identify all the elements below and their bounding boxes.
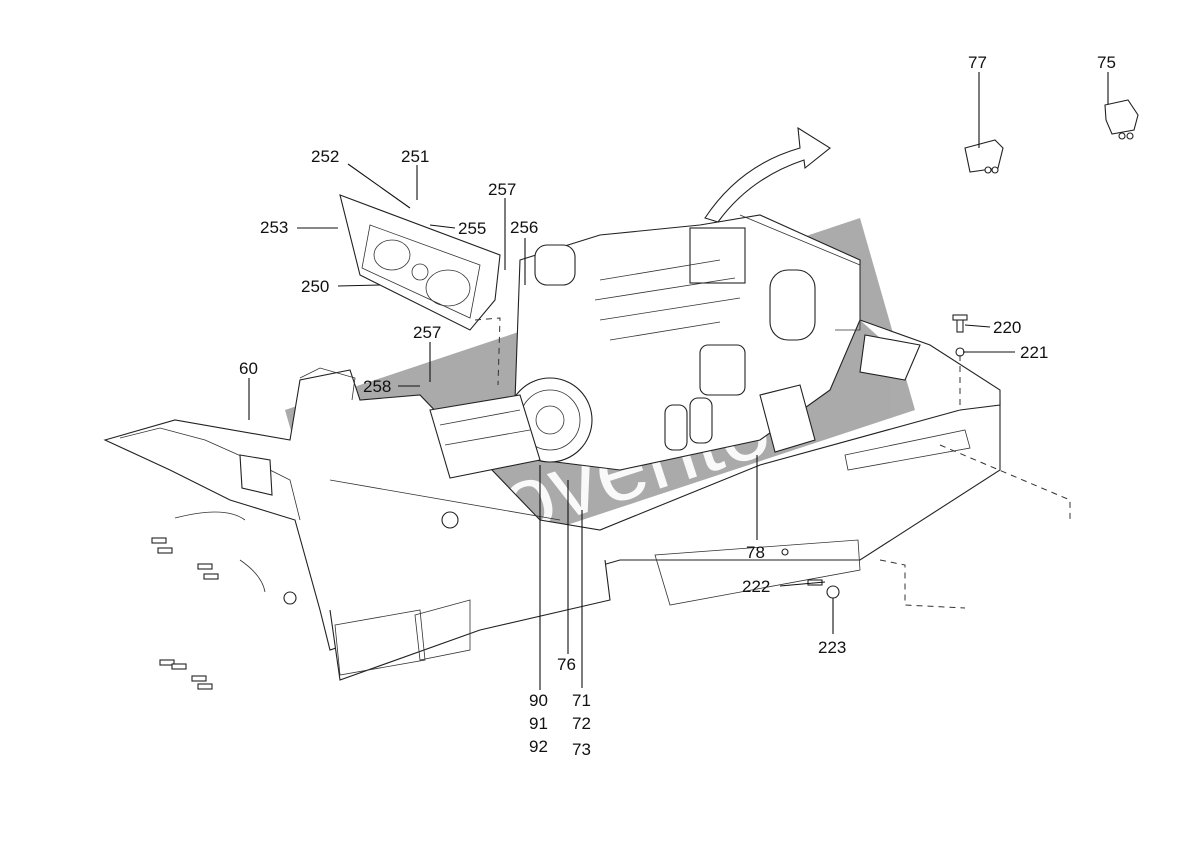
callout-256: 256 xyxy=(510,218,538,237)
callout-92: 92 xyxy=(529,737,548,756)
pins xyxy=(151,537,219,690)
callout-222: 222 xyxy=(742,577,770,596)
callout-258: 258 xyxy=(363,377,391,396)
nut-221 xyxy=(955,347,965,357)
callout-221: 221 xyxy=(1020,343,1048,362)
callout-220: 220 xyxy=(993,318,1021,337)
callout-257-top: 257 xyxy=(488,180,516,199)
callout-71: 71 xyxy=(572,691,591,710)
callout-73: 73 xyxy=(572,740,591,759)
callout-253: 253 xyxy=(260,218,288,237)
access-cover-250 xyxy=(339,194,501,331)
engine-assembly xyxy=(429,214,921,479)
callout-77: 77 xyxy=(968,53,987,72)
callout-251: 251 xyxy=(401,147,429,166)
bolt-220 xyxy=(952,314,968,333)
callout-72: 72 xyxy=(572,714,591,733)
callout-257-mid: 257 xyxy=(413,323,441,342)
callout-252: 252 xyxy=(311,147,339,166)
callout-labels: 77 75 252 251 257 253 255 256 250 257 25… xyxy=(239,53,1116,759)
leader-lines xyxy=(248,72,1109,690)
callout-90: 90 xyxy=(529,691,548,710)
removal-direction-arrow xyxy=(704,126,831,223)
callout-250: 250 xyxy=(301,277,329,296)
bracket-77 xyxy=(964,139,1004,174)
callout-255: 255 xyxy=(458,219,486,238)
bracket-75 xyxy=(1104,99,1139,140)
callout-75: 75 xyxy=(1097,53,1116,72)
callout-78: 78 xyxy=(746,543,765,562)
callout-91: 91 xyxy=(529,714,548,733)
callout-223: 223 xyxy=(818,638,846,657)
dashed-guides xyxy=(474,317,1071,609)
callout-76: 76 xyxy=(557,655,576,674)
callout-60: 60 xyxy=(239,359,258,378)
